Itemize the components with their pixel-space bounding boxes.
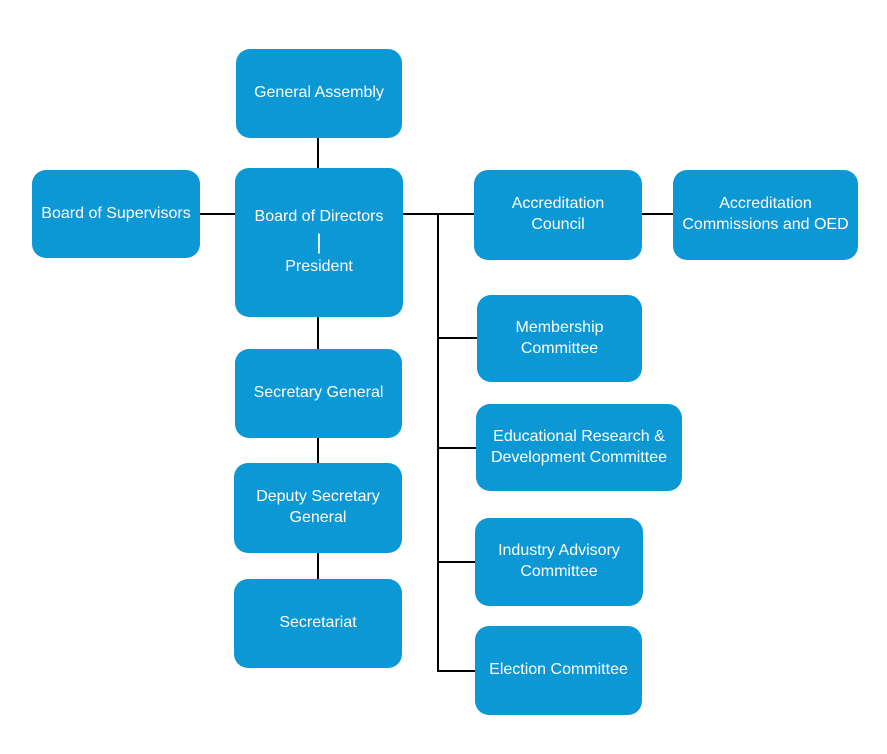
node-label: Board of Supervisors: [41, 204, 191, 222]
node-board-of-directors: Board of Directors | President: [235, 168, 403, 317]
node-industry-advisory-committee: Industry Advisory Committee: [475, 518, 643, 606]
node-label: Industry Advisory Committee: [498, 542, 620, 580]
node-board-of-supervisors: Board of Supervisors: [32, 170, 200, 258]
node-educational-research-development-committee: Educational Research & Development Commi…: [476, 404, 682, 491]
node-accreditation-council: Accreditation Council: [474, 170, 642, 260]
connector-stub-educational-research-committee: [437, 447, 476, 449]
connector-stub-election-committee: [437, 670, 475, 672]
node-divider: |: [316, 230, 322, 254]
connector-board-of-supervisors-to-board-of-directors: [200, 213, 235, 215]
node-secretary-general: Secretary General: [235, 349, 402, 438]
node-label: Membership Committee: [515, 318, 604, 357]
node-general-assembly: General Assembly: [236, 49, 402, 138]
node-label: Accreditation Commissions and OED: [682, 195, 849, 233]
node-membership-committee: Membership Committee: [477, 295, 642, 382]
connector-deputy-secretary-general-to-secretariat: [317, 553, 319, 579]
connector-accreditation-council-to-accreditation-commissions: [642, 213, 673, 215]
node-accreditation-commissions-and-oed: Accreditation Commissions and OED: [673, 170, 858, 260]
connector-board-of-directors-to-secretary-general: [317, 317, 319, 349]
node-label: Secretary General: [253, 384, 384, 402]
node-label: General Assembly: [254, 84, 384, 102]
node-title: Board of Directors: [254, 208, 384, 226]
connector-stub-industry-advisory-committee: [437, 561, 475, 563]
node-label: Educational Research & Development Commi…: [490, 427, 668, 466]
node-secretariat: Secretariat: [234, 579, 402, 668]
connector-general-assembly-to-board-of-directors: [317, 138, 319, 168]
node-subtitle: President: [285, 258, 353, 276]
connector-committees-trunk: [437, 213, 439, 672]
node-deputy-secretary-general: Deputy Secretary General: [234, 463, 402, 553]
node-label: Secretariat: [279, 614, 357, 632]
node-label: Election Committee: [489, 661, 628, 679]
connector-secretary-general-to-deputy-secretary-general: [317, 438, 319, 463]
node-label: Accreditation Council: [511, 195, 605, 233]
node-label: Deputy Secretary General: [256, 488, 380, 526]
node-election-committee: Election Committee: [475, 626, 642, 715]
connector-stub-membership-committee: [437, 337, 477, 339]
